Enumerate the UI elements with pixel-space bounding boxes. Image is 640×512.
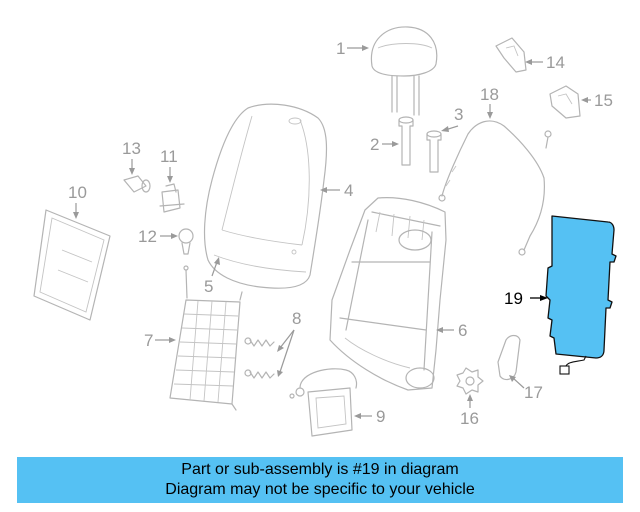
part-18-cable <box>438 120 552 256</box>
callout-6-label: 6 <box>458 321 467 340</box>
callout-9-label: 9 <box>376 407 385 426</box>
callout-10: 10 <box>68 183 87 219</box>
callout-8: 8 <box>277 309 301 377</box>
part-16-gear <box>456 367 484 395</box>
callout-4-label: 4 <box>344 181 353 200</box>
part-17-trim <box>497 334 521 381</box>
callout-15-label: 15 <box>594 91 613 110</box>
callout-6: 6 <box>436 321 467 340</box>
callout-19: 19 <box>504 289 548 308</box>
callout-11-label: 11 <box>160 147 178 166</box>
info-banner: Part or sub-assembly is #19 in diagram D… <box>17 457 623 503</box>
callout-5: 5 <box>204 257 220 296</box>
callout-5-label: 5 <box>204 277 213 296</box>
callout-9: 9 <box>354 407 385 426</box>
callout-8-label: 8 <box>292 309 301 328</box>
callout-19-label: 19 <box>504 289 523 308</box>
banner-line-2: Diagram may not be specific to your vehi… <box>165 481 475 498</box>
callout-16-label: 16 <box>460 409 479 428</box>
callout-17-label: 17 <box>524 383 543 402</box>
callout-15: 15 <box>581 91 613 110</box>
callout-2-label: 2 <box>370 135 379 154</box>
callout-14: 14 <box>525 53 565 72</box>
part-9-lumbar-motor <box>289 368 358 437</box>
part-4-seat-back-cover <box>203 103 328 289</box>
part-8-spring <box>244 337 275 379</box>
callout-12: 12 <box>138 227 178 246</box>
callout-13-label: 13 <box>122 139 141 158</box>
callout-7-label: 7 <box>144 331 153 350</box>
parts-diagram: 1 2 3 4 5 <box>33 26 617 437</box>
part-7-lumbar-support <box>169 265 243 411</box>
callout-4: 4 <box>320 181 353 200</box>
callout-3: 3 <box>441 105 463 132</box>
part-10-back-panel <box>33 209 111 321</box>
part-2-headrest-guide <box>398 116 414 166</box>
banner-line-1: Part or sub-assembly is #19 in diagram <box>181 461 459 478</box>
part-11-clip <box>159 183 185 213</box>
part-6-seat-back-frame <box>329 197 447 391</box>
callout-1-label: 1 <box>336 39 345 58</box>
part-12-knob <box>178 228 194 255</box>
callout-1: 1 <box>336 39 369 58</box>
callout-2: 2 <box>370 135 399 154</box>
part-15-cover <box>549 85 581 119</box>
callout-18: 18 <box>480 85 499 119</box>
callout-17: 17 <box>509 375 543 402</box>
part-19-heater-element <box>545 215 617 375</box>
callout-18-label: 18 <box>480 85 499 104</box>
part-3-headrest-guide <box>426 130 442 173</box>
callout-3-label: 3 <box>454 105 463 124</box>
callout-14-label: 14 <box>546 53 565 72</box>
part-14-cover <box>495 37 527 73</box>
part-1-headrest <box>370 26 438 116</box>
callout-11: 11 <box>160 147 178 183</box>
part-13-fastener <box>123 175 151 193</box>
callout-10-label: 10 <box>68 183 87 202</box>
callout-16: 16 <box>460 394 479 428</box>
callout-12-label: 12 <box>138 227 157 246</box>
callout-7: 7 <box>144 331 176 350</box>
callout-13: 13 <box>122 139 141 175</box>
